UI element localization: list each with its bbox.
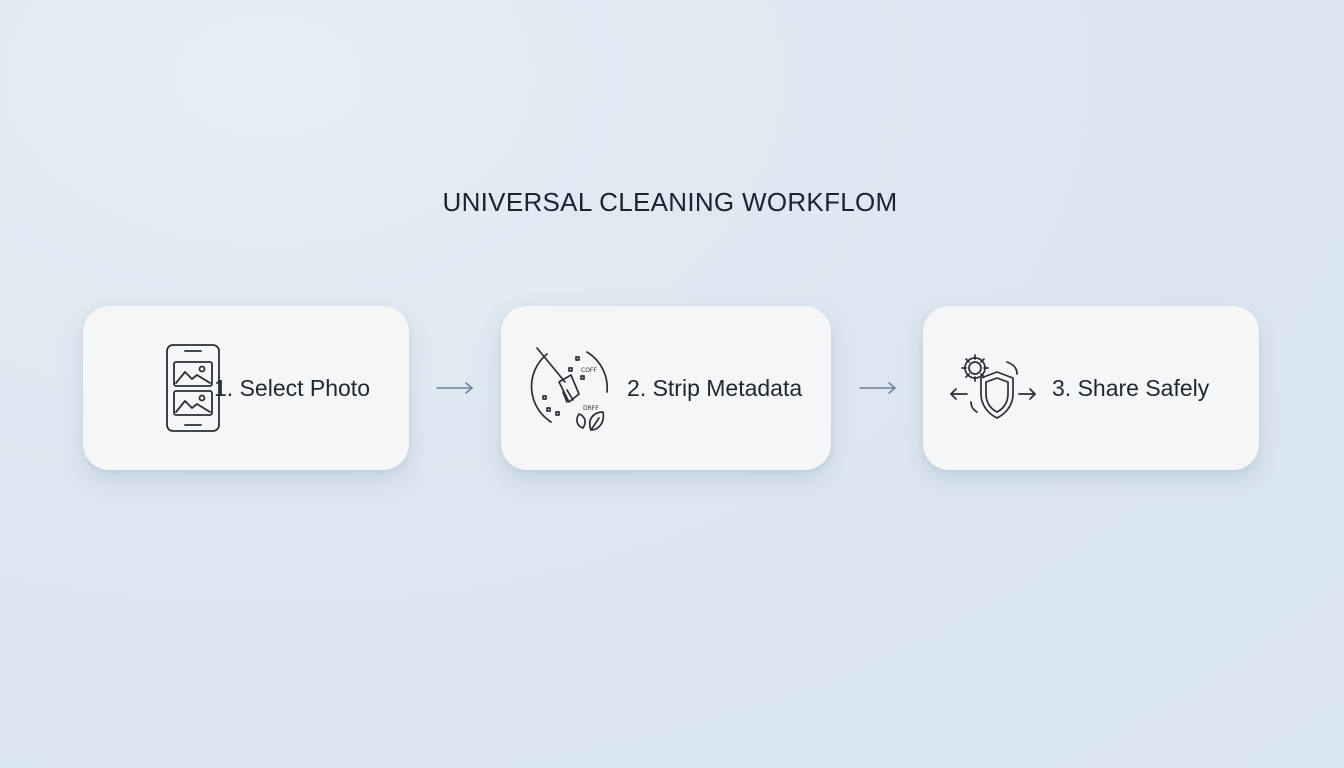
icon-tag-drff: DRFF — [583, 405, 599, 412]
step-label-strip-metadata: 2. Strip Metadata — [627, 375, 803, 401]
icon-tag-coff: COFF — [581, 367, 597, 374]
arrow-right-icon — [858, 378, 898, 398]
step-label-select-photo: 1. Select Photo — [214, 375, 370, 401]
broom-cleaning-icon: COFF DRFF — [521, 342, 613, 434]
page-title: UNIVERSAL CLEANING WORKFLOM — [442, 187, 898, 217]
arrow-right-icon — [435, 378, 475, 398]
step-card-select-photo: 1. Select Photo — [83, 306, 409, 470]
phone-gallery-icon — [147, 342, 239, 434]
step-card-strip-metadata: COFF DRFF 2. Strip Metadata — [501, 306, 831, 470]
shield-gear-icon — [947, 342, 1039, 434]
step-card-share-safely: 3. Share Safely — [923, 306, 1259, 470]
step-label-share-safely: 3. Share Safely — [1052, 375, 1210, 401]
